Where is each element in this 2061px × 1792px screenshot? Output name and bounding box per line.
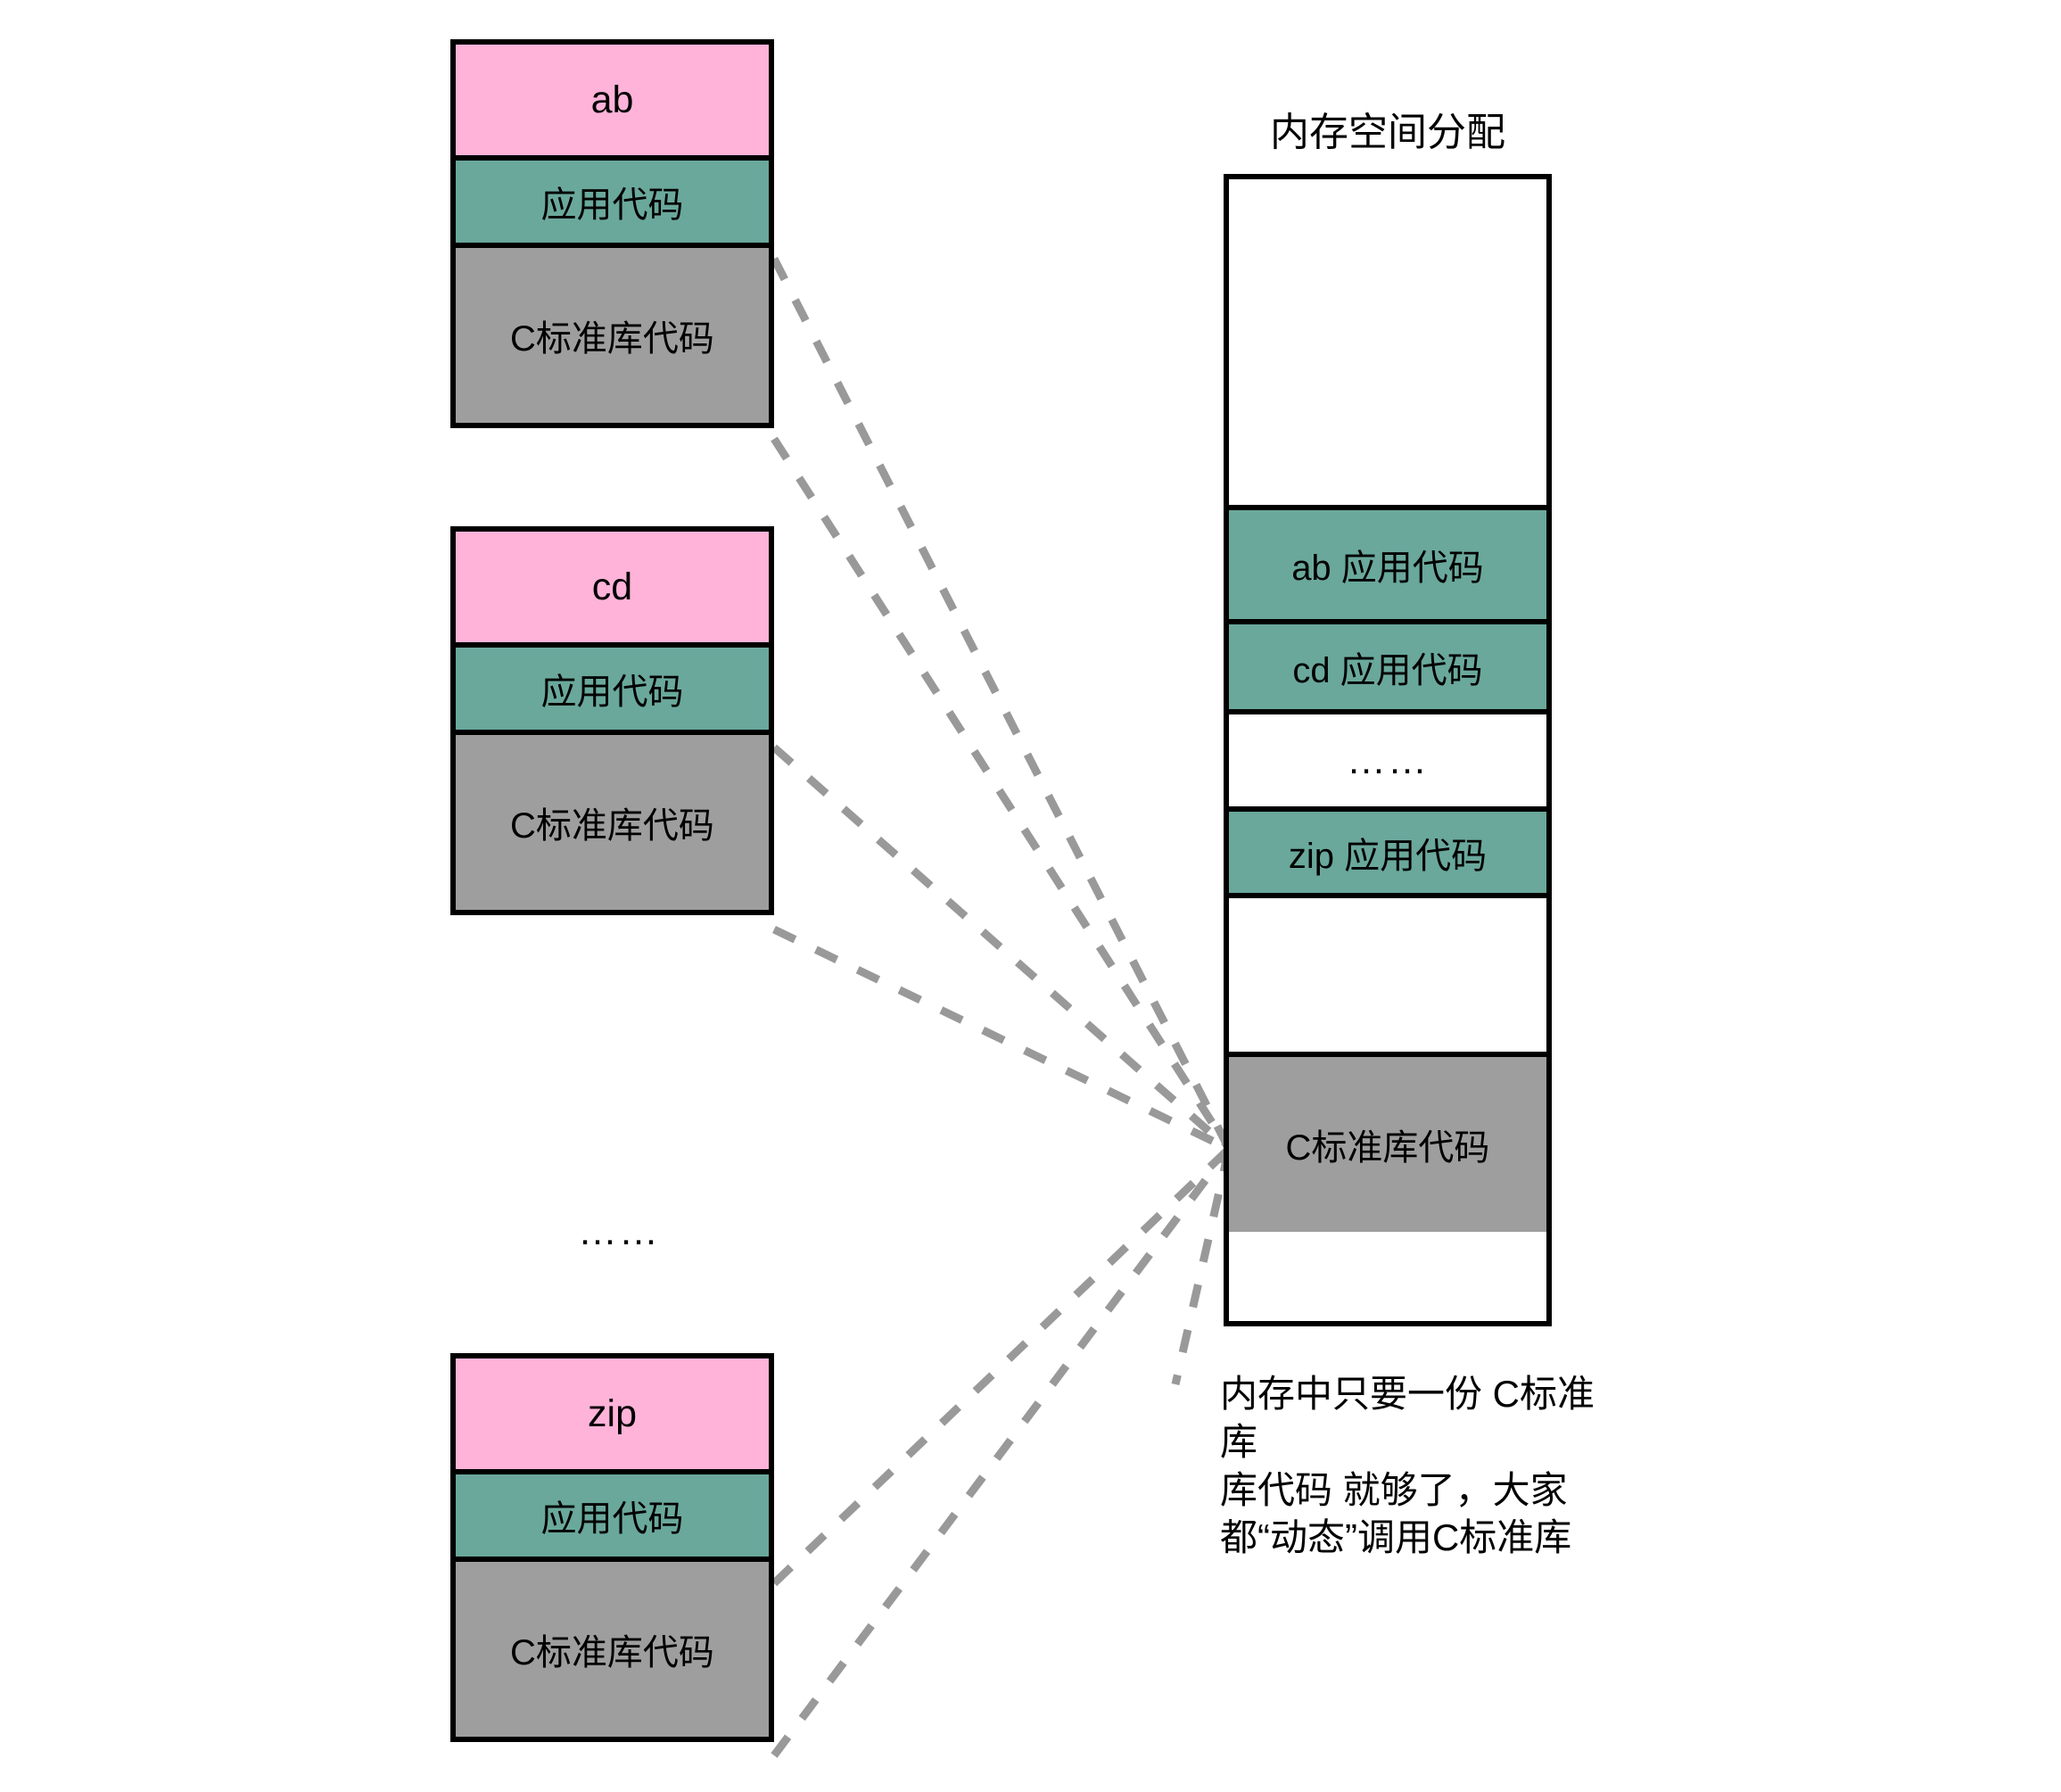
program-zip-name-segment: zip bbox=[456, 1358, 769, 1474]
connector-ab-app bbox=[770, 256, 1233, 1152]
program-zip-libc-code-segment: C标准库代码 bbox=[456, 1562, 769, 1737]
connector-zip-libc bbox=[771, 1146, 1232, 1758]
memory-caption-text: 内存中只要一份 C标准库 库代码 就够了，大家 都“动态”调用C标准库 bbox=[1220, 1373, 1595, 1559]
program-cd-name-segment: cd bbox=[456, 532, 769, 648]
program-block-zip: zip 应用代码 C标准库代码 bbox=[450, 1353, 774, 1742]
connector-cd-libc bbox=[772, 925, 1231, 1153]
program-zip-app-code-segment: 应用代码 bbox=[456, 1474, 769, 1562]
connector-zip-app bbox=[771, 1145, 1232, 1587]
memory-segment-cd-app-code: cd 应用代码 bbox=[1229, 624, 1546, 714]
connector-caption-tail bbox=[1171, 1148, 1233, 1385]
program-block-ab: ab 应用代码 C标准库代码 bbox=[450, 39, 774, 428]
program-cd-libc-code-segment: C标准库代码 bbox=[456, 735, 769, 910]
connector-ab-libc bbox=[771, 436, 1232, 1152]
memory-segment-ab-app-code: ab 应用代码 bbox=[1229, 505, 1546, 624]
memory-segment-zip-app-code: zip 应用代码 bbox=[1229, 806, 1546, 898]
program-block-cd: cd 应用代码 C标准库代码 bbox=[450, 526, 774, 915]
memory-segment-free-top bbox=[1229, 179, 1546, 505]
memory-diagram-title: 内存空间分配 bbox=[1270, 111, 1505, 154]
program-ab-libc-code-segment: C标准库代码 bbox=[456, 248, 769, 423]
memory-segment-ellipsis: …… bbox=[1229, 714, 1546, 806]
memory-segment-libc-code: C标准库代码 bbox=[1229, 1052, 1546, 1232]
program-ab-name-segment: ab bbox=[456, 45, 769, 161]
connector-cd-app bbox=[771, 744, 1232, 1152]
memory-segment-free-bottom bbox=[1229, 898, 1546, 1052]
program-cd-app-code-segment: 应用代码 bbox=[456, 648, 769, 735]
left-column-ellipsis: …… bbox=[578, 1210, 660, 1253]
memory-space-box: ab 应用代码 cd 应用代码 …… zip 应用代码 C标准库代码 bbox=[1224, 174, 1552, 1326]
program-ab-app-code-segment: 应用代码 bbox=[456, 161, 769, 248]
